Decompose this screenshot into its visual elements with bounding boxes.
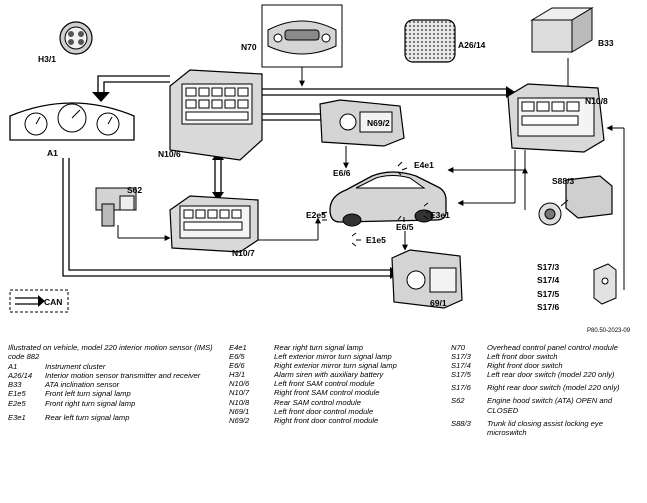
signal-lines: [117, 58, 625, 290]
label-s17-4: S17/4: [537, 275, 559, 285]
can-legend: [9, 289, 69, 313]
bus-arrowheads: [92, 86, 515, 279]
label-n10-6: N10/6: [158, 149, 181, 159]
figure-reference: P80.50-2023-09: [587, 328, 631, 334]
label-s17-6: S17/6: [537, 302, 559, 312]
label-e2e5: E2e5: [306, 210, 326, 220]
hood-switch: [95, 187, 137, 227]
instrument-cluster: [9, 102, 135, 141]
door-switch-group: [593, 263, 617, 305]
door-module-left-front: [391, 249, 463, 309]
sam-module-right-front: [169, 195, 259, 253]
legend-column-1: Illustrated on vehicle, model 220 interi…: [8, 343, 218, 422]
sam-module-left-front: [169, 69, 263, 161]
label-b33: B33: [598, 38, 614, 48]
label-n69-2: N69/2: [367, 118, 390, 128]
inclination-sensor: [530, 7, 594, 53]
label-n10-7: N10/7: [232, 248, 255, 258]
label-e1e5: E1e5: [366, 235, 386, 245]
can-bus-lines: [62, 75, 506, 277]
label-s17-3: S17/3: [537, 262, 559, 272]
label-a26-14: A26/14: [458, 40, 486, 50]
label-e4e1: E4e1: [414, 160, 434, 170]
sam-module-rear: [507, 83, 605, 153]
legend-intro: Illustrated on vehicle, model 220 interi…: [8, 343, 213, 362]
label-s17-5: S17/5: [537, 289, 559, 299]
vehicle: [329, 171, 447, 227]
label-h3-1: H3/1: [38, 54, 56, 64]
trunk-lid-microswitch: [538, 175, 613, 226]
label-s62: S62: [127, 185, 142, 195]
overhead-control-panel: [261, 4, 343, 68]
label-e3e1: E3e1: [430, 210, 450, 220]
component-labels: H3/1 N70 A26/14 B33 A1 N10/6 N10/8 N69/2…: [38, 38, 631, 334]
label-n69-1: 69/1: [430, 298, 447, 308]
door-module-right-front: [319, 99, 405, 147]
label-can: CAN: [44, 297, 62, 307]
alarm-siren: [59, 21, 93, 55]
label-a1: A1: [47, 148, 58, 158]
interior-motion-sensor: [404, 19, 456, 63]
label-n70: N70: [241, 42, 257, 52]
signal-lamp-indicators: [321, 161, 431, 247]
label-n10-8: N10/8: [585, 96, 608, 106]
label-e6-5: E6/5: [396, 222, 414, 232]
label-e6-6: E6/6: [333, 168, 351, 178]
label-s88-3: S88/3: [552, 176, 574, 186]
